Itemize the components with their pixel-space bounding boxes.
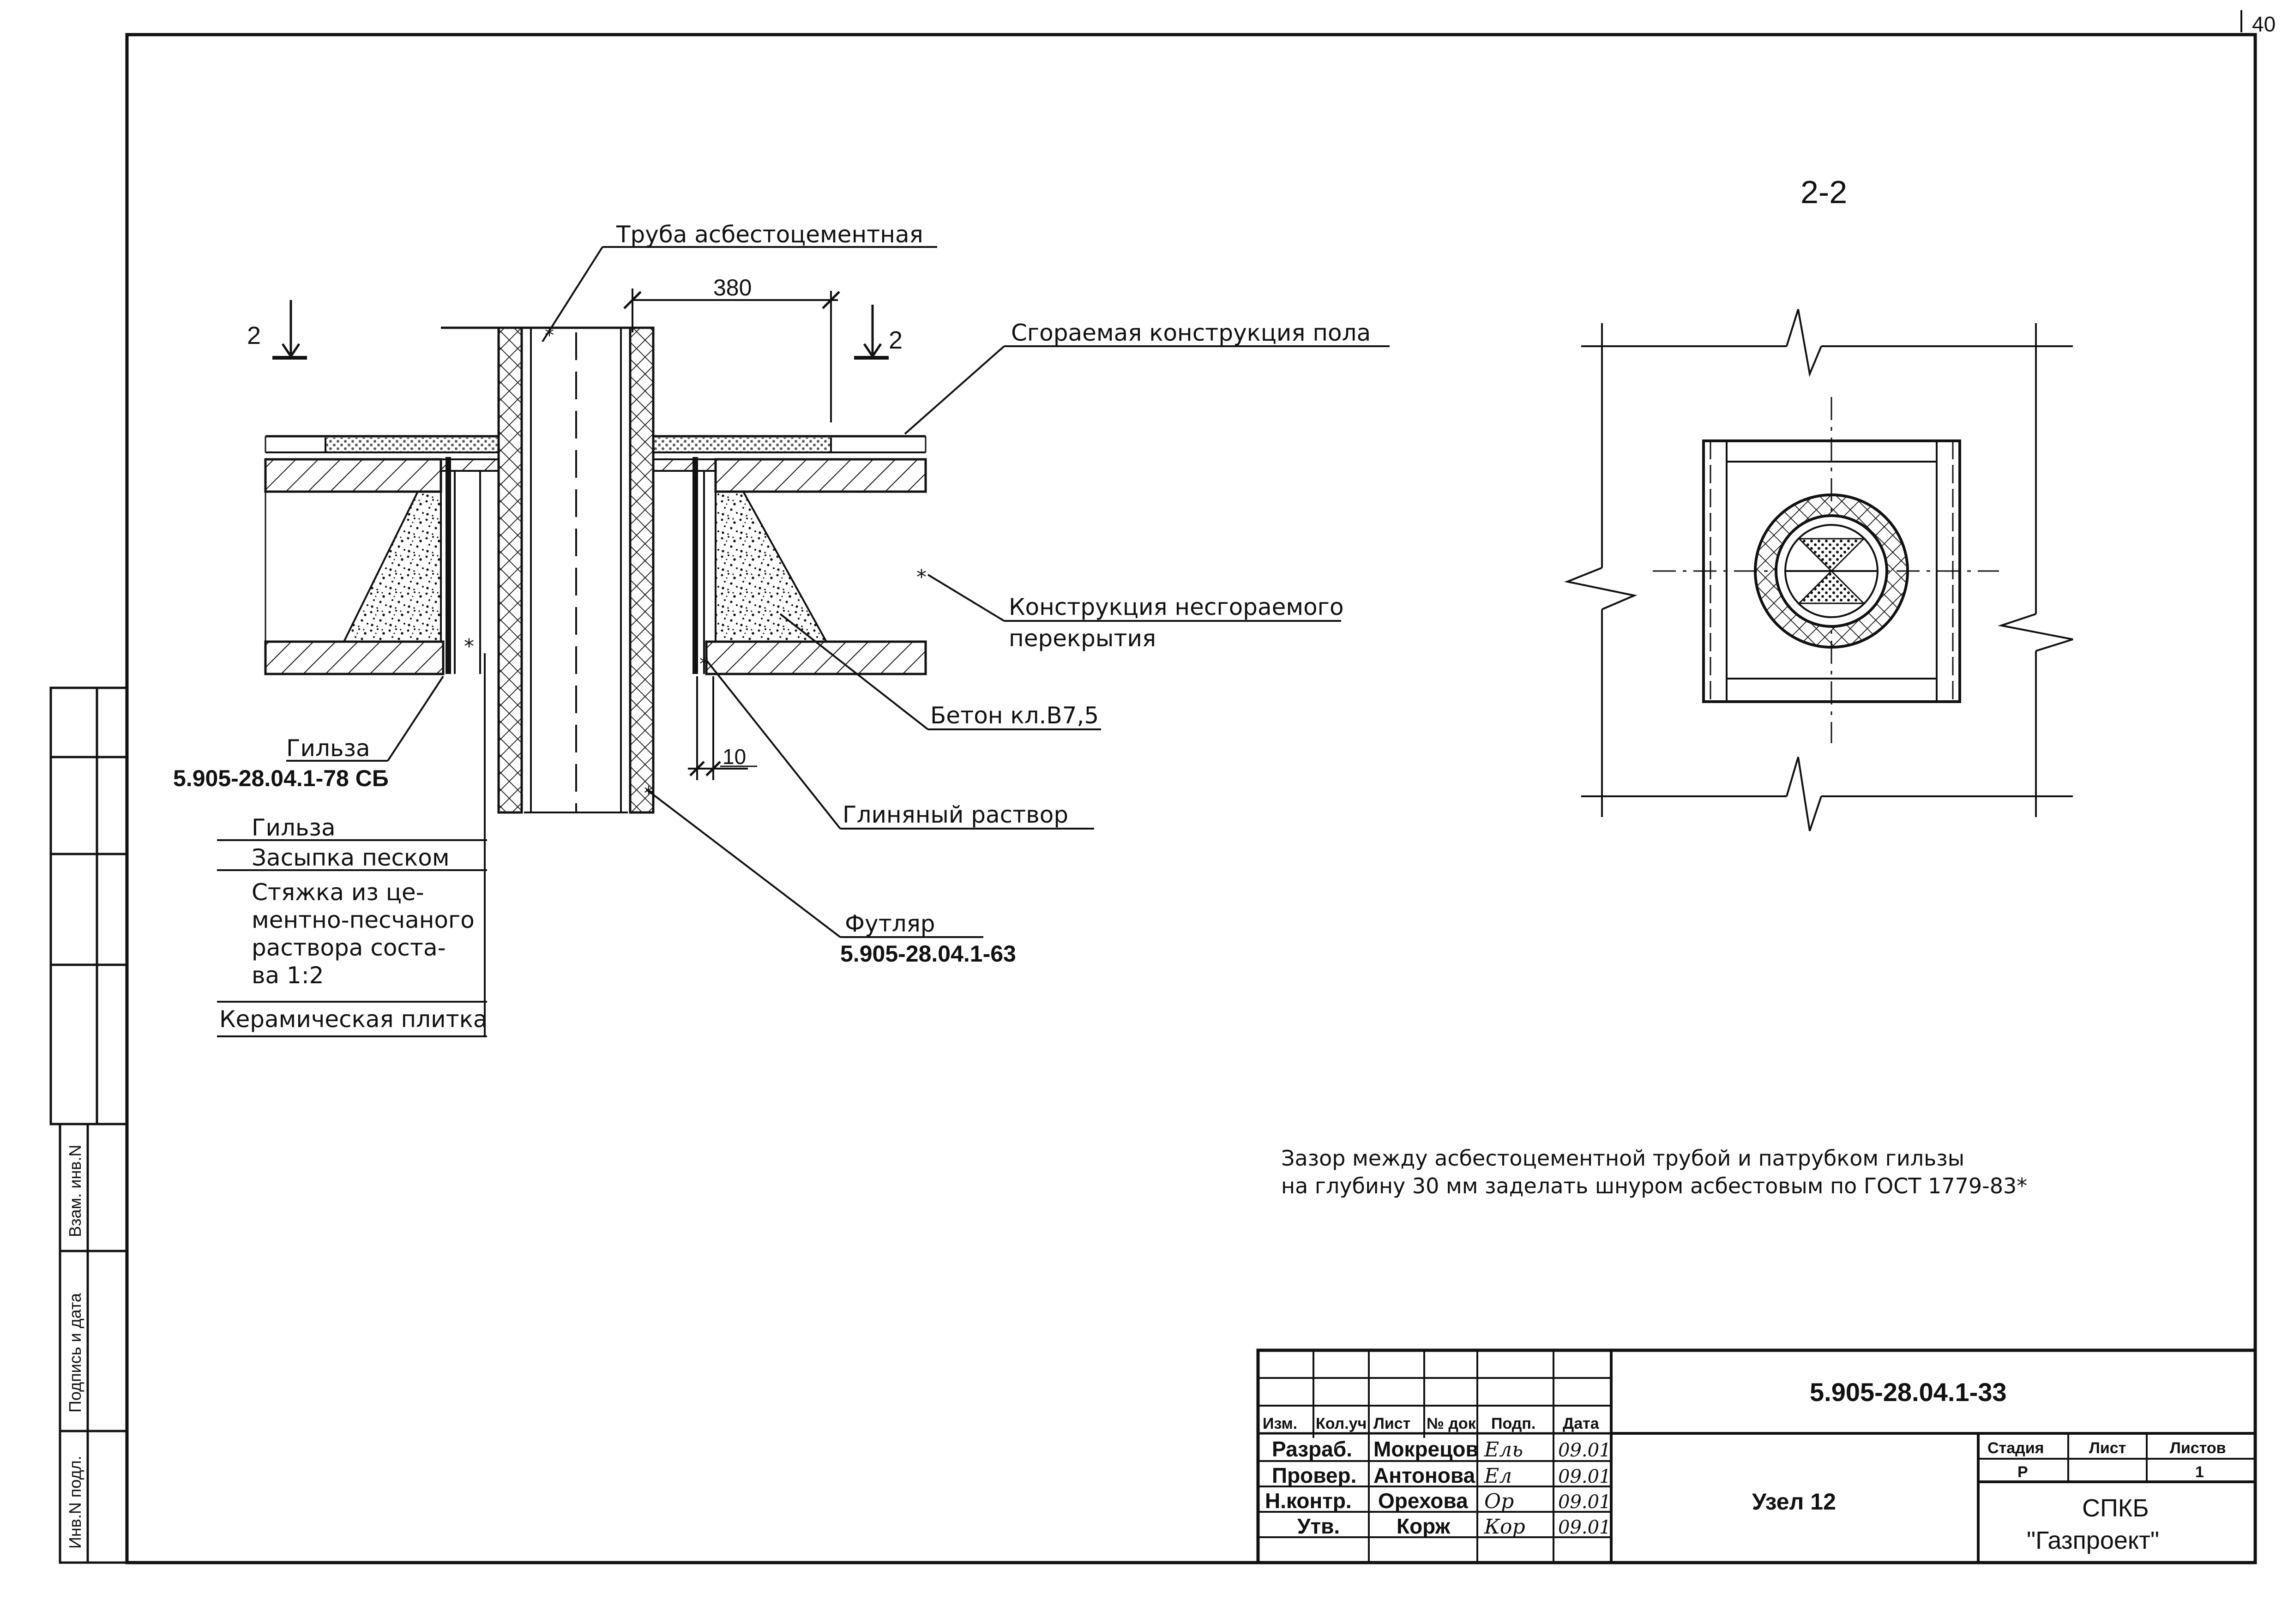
svg-text:Лист: Лист: [1373, 1415, 1410, 1432]
svg-text:Листов: Листов: [2170, 1439, 2226, 1457]
svg-text:Изм.: Изм.: [1263, 1415, 1297, 1432]
svg-text:Дата: Дата: [1563, 1415, 1600, 1432]
stamp-signature-label: Подпись и дата: [66, 1293, 84, 1413]
title-block: [1256, 1348, 2257, 1564]
svg-text:Стяжка из це-: Стяжка из це-: [252, 879, 424, 906]
svg-text:*: *: [545, 325, 554, 346]
svg-text:Лист: Лист: [2089, 1439, 2126, 1457]
svg-text:2: 2: [247, 322, 261, 349]
svg-text:*: *: [644, 783, 653, 804]
svg-text:Бетон кл.В7,5: Бетон кл.В7,5: [930, 702, 1099, 729]
svg-text:09.01: 09.01: [1558, 1492, 1611, 1513]
svg-text:Стадия: Стадия: [1987, 1439, 2044, 1457]
svg-text:Керамическая плитка: Керамическая плитка: [219, 1006, 488, 1033]
svg-text:*: *: [699, 654, 709, 675]
general-note: Зазор между асбестоцементной трубой и па…: [1281, 1146, 2027, 1198]
svg-text:Разраб.: Разраб.: [1272, 1437, 1352, 1461]
svg-text:380: 380: [713, 275, 752, 301]
svg-text:Гильза: Гильза: [252, 814, 336, 841]
callout-clay-mortar: * Глиняный раствор: [699, 654, 1094, 830]
stamp-inventory-label: Инв.N подл.: [66, 1456, 84, 1549]
svg-text:ва 1:2: ва 1:2: [252, 962, 324, 989]
legend-table: * Гильза Засыпка песком Стяжка из це- ме…: [217, 635, 488, 1037]
dimension-10: 10: [688, 676, 757, 780]
svg-text:Зазор между асбестоцементной т: Зазор между асбестоцементной трубой и па…: [1281, 1146, 1964, 1171]
title-block-headers: Изм. Кол.уч Лист № док Подп. Дата Стадия…: [1263, 1415, 2226, 1481]
svg-text:Ор: Ор: [1484, 1490, 1514, 1513]
svg-text:*: *: [916, 565, 927, 589]
svg-text:раствора соста-: раствора соста-: [252, 934, 446, 961]
svg-text:Сгораемая конструкция пола: Сгораемая конструкция пола: [1011, 319, 1371, 346]
drawing-title: Узел 12: [1752, 1489, 1836, 1515]
callout-sleeve: Гильза 5.905-28.04.1-78 СБ: [173, 675, 444, 791]
svg-text:Конструкция несгораемого: Конструкция несгораемого: [1009, 594, 1344, 620]
svg-text:перекрытия: перекрытия: [1009, 625, 1156, 652]
svg-text:Подп.: Подп.: [1491, 1415, 1535, 1432]
svg-text:5.905-28.04.1-63: 5.905-28.04.1-63: [840, 941, 1016, 967]
plan-view: [1564, 309, 2073, 831]
section-cut-left: 2: [247, 300, 307, 360]
svg-text:40: 40: [2252, 12, 2276, 36]
svg-text:Глиняный раствор: Глиняный раствор: [843, 801, 1068, 828]
svg-text:10: 10: [723, 745, 746, 769]
floor-section: [264, 326, 927, 814]
svg-text:Кол.уч: Кол.уч: [1316, 1415, 1367, 1432]
dimension-380: 380: [623, 275, 840, 422]
callout-asbestos-pipe: * Труба асбестоцементная: [542, 221, 937, 346]
svg-text:09.01: 09.01: [1558, 1440, 1611, 1461]
callout-floor-construction: Сгораемая конструкция пола: [904, 319, 1390, 435]
svg-text:*: *: [464, 635, 474, 658]
side-stamp: [49, 686, 128, 1564]
svg-text:Р: Р: [2017, 1463, 2028, 1481]
callout-concrete: Бетон кл.В7,5: [779, 613, 1101, 730]
company-name-line2: "Газпроект": [2027, 1527, 2159, 1554]
stamp-replacement-label: Взам. инв.N: [66, 1145, 84, 1237]
section-cut-right: 2: [854, 305, 903, 360]
svg-text:09.01: 09.01: [1558, 1466, 1611, 1487]
svg-text:Ель: Ель: [1484, 1438, 1523, 1462]
section-label: 2-2: [1800, 174, 1847, 210]
svg-text:Засыпка песком: Засыпка песком: [252, 844, 450, 871]
sheet-frame: [125, 33, 2257, 1564]
svg-text:Ел: Ел: [1484, 1464, 1512, 1488]
svg-text:Антонова: Антонова: [1373, 1463, 1475, 1487]
svg-text:Утв.: Утв.: [1297, 1514, 1340, 1538]
svg-text:Мокрецов: Мокрецов: [1373, 1437, 1479, 1461]
svg-text:09.01: 09.01: [1558, 1517, 1611, 1538]
svg-text:№ док: № док: [1427, 1415, 1476, 1432]
doc-code: 5.905-28.04.1-33: [1810, 1377, 2007, 1407]
svg-text:на глубину 30 мм заделать шнур: на глубину 30 мм заделать шнуром асбесто…: [1281, 1173, 2027, 1198]
svg-text:Труба асбестоцементная: Труба асбестоцементная: [616, 221, 923, 248]
svg-text:ментно-песчаного: ментно-песчаного: [252, 907, 475, 933]
svg-text:Провер.: Провер.: [1272, 1463, 1356, 1487]
svg-text:Кор: Кор: [1484, 1515, 1525, 1539]
svg-text:2: 2: [889, 326, 903, 354]
title-block-people: Разраб. Мокрецов Ель 09.01 Провер. Антон…: [1265, 1437, 1611, 1539]
company-name: СПКБ: [2082, 1494, 2149, 1522]
page-number: 40: [2240, 10, 2276, 36]
svg-text:Футляр: Футляр: [845, 910, 935, 937]
callout-case: * Футляр 5.905-28.04.1-63: [644, 783, 1016, 967]
svg-text:1: 1: [2195, 1463, 2204, 1481]
plan-pipe: [1754, 493, 1909, 649]
svg-text:5.905-28.04.1-78 СБ: 5.905-28.04.1-78 СБ: [173, 765, 389, 791]
svg-text:Гильза: Гильза: [286, 735, 370, 762]
callout-slab: * Конструкция несгораемого перекрытия: [916, 565, 1344, 652]
svg-text:Н.контр.: Н.контр.: [1265, 1489, 1352, 1513]
svg-text:Орехова: Орехова: [1378, 1489, 1468, 1513]
svg-text:Корж: Корж: [1397, 1514, 1451, 1538]
